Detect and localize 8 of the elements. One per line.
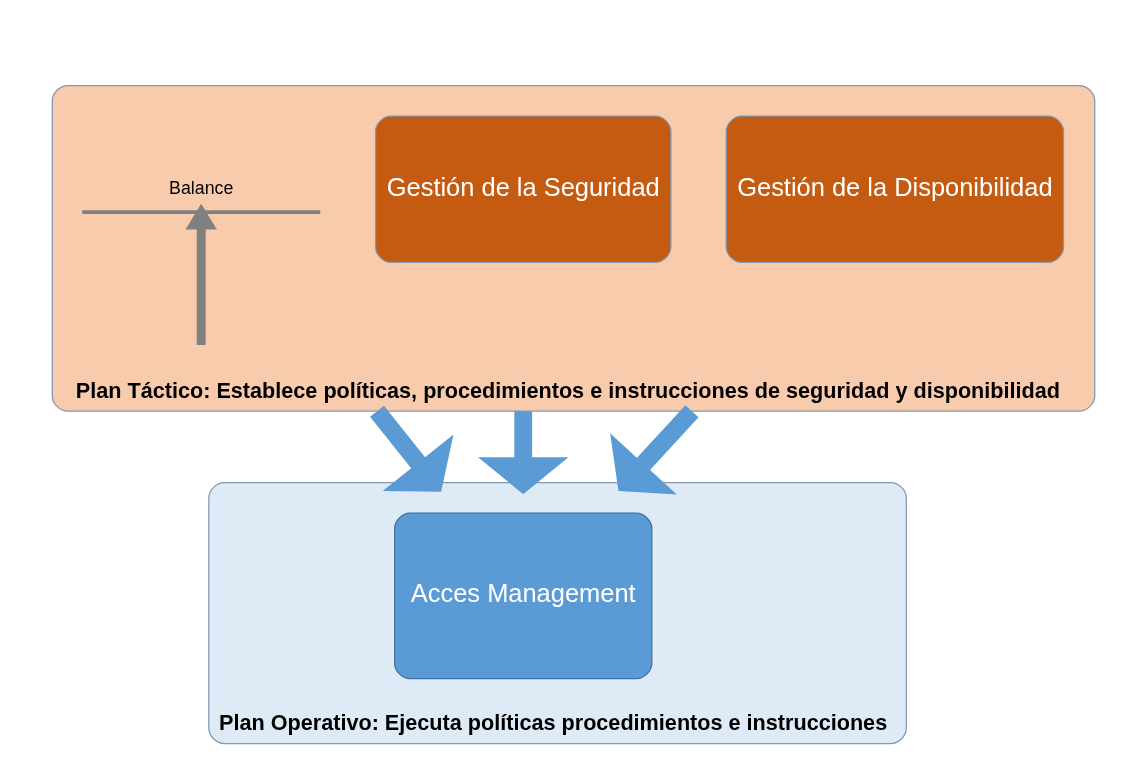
node-box: Gestión de la Disponibilidad [725,115,1064,264]
arrow [609,405,698,495]
node-text: Balance [168,177,233,198]
node-box: Acces Management [393,512,652,680]
arrow [184,203,217,346]
node-box: Gestión de la Seguridad [374,115,671,264]
arrow [369,405,453,492]
arrow [477,411,568,495]
